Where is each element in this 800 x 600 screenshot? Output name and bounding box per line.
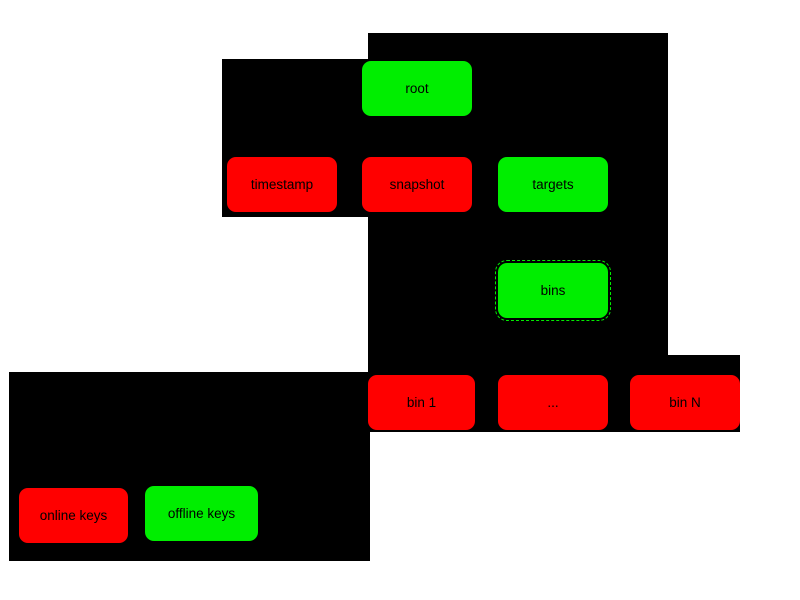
- node-root[interactable]: root: [362, 61, 472, 116]
- node-timestamp[interactable]: timestamp: [227, 157, 337, 212]
- node-snapshot[interactable]: snapshot: [362, 157, 472, 212]
- node-online-keys[interactable]: online keys: [19, 488, 128, 543]
- node-targets[interactable]: targets: [498, 157, 608, 212]
- node-bin-n[interactable]: bin N: [630, 375, 740, 430]
- node-bin-ellipsis[interactable]: ...: [498, 375, 608, 430]
- node-bin-1[interactable]: bin 1: [368, 375, 475, 430]
- node-offline-keys[interactable]: offline keys: [145, 486, 258, 541]
- node-bins[interactable]: bins: [495, 260, 611, 321]
